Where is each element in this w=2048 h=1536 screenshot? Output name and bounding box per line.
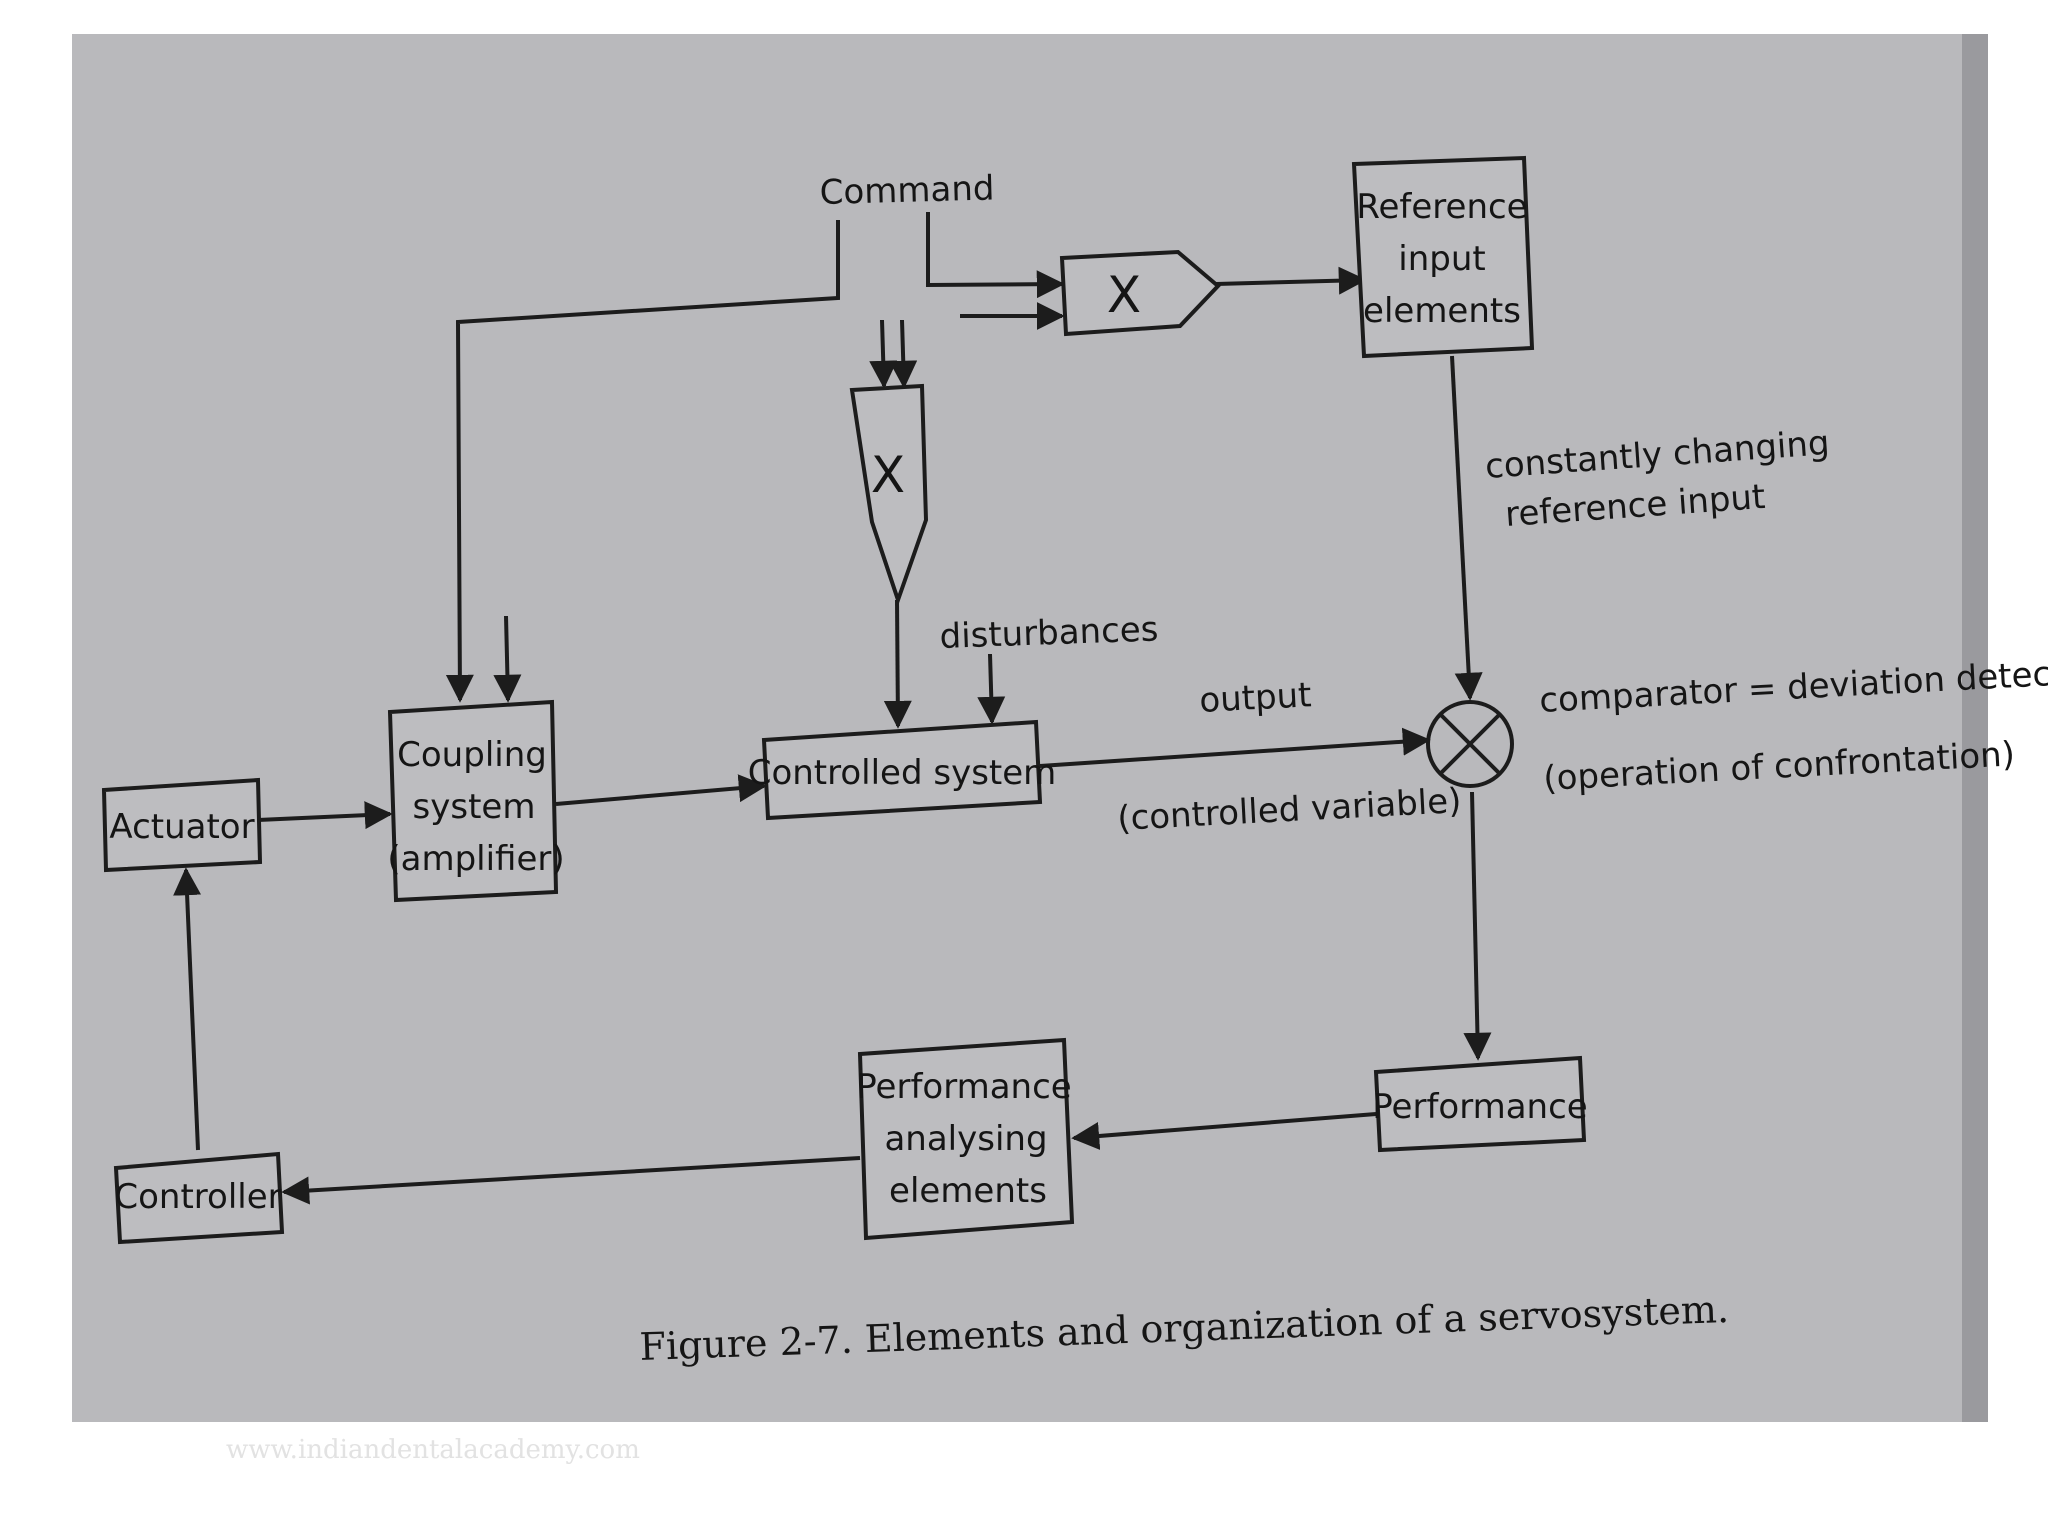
controlled-box-label: Controlled system: [748, 753, 1057, 793]
reference-input-label-line-2: reference input: [1504, 477, 1767, 535]
performance-to-analysing-line: [1071, 1112, 1377, 1150]
coupling-to-controlled-line: [555, 774, 767, 806]
reference-box-line-1: Reference: [1356, 187, 1527, 227]
vertical-multiplier: X: [849, 383, 929, 607]
figure-caption: Figure 2-7. Elements and organization of…: [639, 1287, 1730, 1369]
reference-box-line-2: input: [1398, 239, 1485, 279]
analysing-box-line-2: analysing: [884, 1119, 1047, 1159]
controlled-system-box: Controlled system: [748, 719, 1057, 821]
horizontal-multiplier: X: [1059, 249, 1221, 337]
extra-input-to-coupling-line: [493, 615, 522, 703]
reference-input-label-line-1: constantly changing: [1484, 423, 1831, 487]
controlled-variable-label: (controlled variable): [1116, 781, 1462, 839]
analysing-box-line-1: Performance: [856, 1067, 1071, 1107]
actuator-box: Actuator: [101, 777, 263, 873]
coupling-system-box: Coupling system (amplifier): [387, 699, 565, 903]
performance-analysing-elements-box: Performance analysing elements: [856, 1037, 1075, 1241]
performance-box-label: Performance: [1372, 1087, 1587, 1127]
input-to-vertical-multiplier-line-1: [869, 319, 898, 389]
reference-input-elements-box: Reference input elements: [1351, 155, 1535, 359]
output-to-comparator-line: [1039, 727, 1431, 768]
site-watermark: www.indiandentalacademy.com: [226, 1435, 640, 1465]
input-to-vertical-multiplier-line-2: [889, 319, 918, 389]
comparator-label-line-1: comparator = deviation detector: [1538, 652, 2048, 721]
analysing-to-controller-line: [281, 1156, 861, 1205]
command-label: Command: [819, 168, 995, 213]
horizontal-multiplier-symbol: X: [1107, 266, 1141, 324]
connection-lines: [173, 212, 1492, 1205]
coupling-box-line-3: (amplifier): [387, 839, 564, 879]
controller-box: Controller: [113, 1151, 285, 1245]
vertical-multiplier-to-controlled-line: [883, 599, 912, 729]
comparator-symbol: [1426, 700, 1514, 788]
controller-box-label: Controller: [114, 1177, 281, 1217]
reference-to-comparator-line: [1450, 355, 1483, 701]
comparator-label-line-2: (operation of confrontation): [1542, 734, 2016, 799]
coupling-box-line-2: system: [413, 787, 536, 827]
vertical-multiplier-symbol: X: [871, 446, 905, 504]
actuator-to-coupling-line: [257, 801, 393, 830]
actuator-box-label: Actuator: [109, 807, 254, 847]
multiplier-to-reference-line: [1215, 266, 1367, 295]
output-label: output: [1198, 675, 1312, 721]
coupling-box-line-1: Coupling: [397, 735, 547, 775]
command-to-multiplier-line: [926, 212, 1065, 299]
controller-to-actuator-line: [173, 867, 202, 1151]
analysing-box-line-3: elements: [889, 1171, 1047, 1211]
disturbances-arrow: [977, 653, 1006, 725]
performance-box: Performance: [1372, 1055, 1588, 1153]
command-to-coupling-line: [445, 220, 840, 703]
comparator-to-performance-line: [1463, 791, 1492, 1061]
reference-box-line-3: elements: [1363, 291, 1521, 331]
disturbances-label: disturbances: [939, 609, 1159, 657]
